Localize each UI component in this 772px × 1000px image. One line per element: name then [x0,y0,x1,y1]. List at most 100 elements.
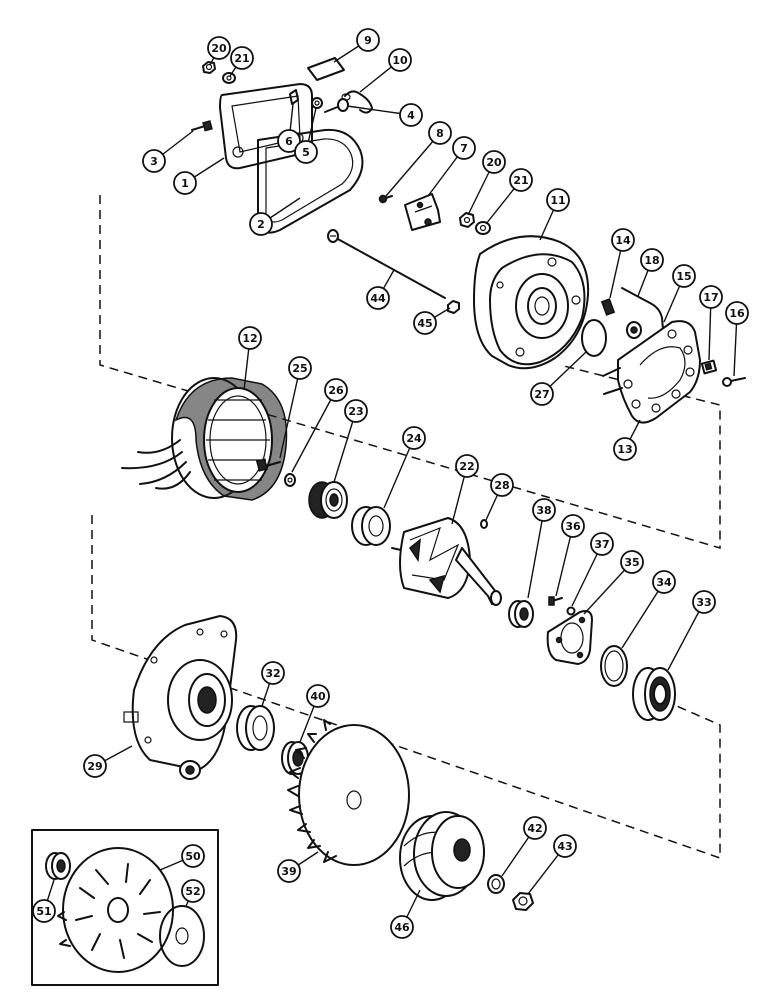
callout-bubble [306,684,330,708]
callout-leader-line [383,437,415,509]
callout-1: 1 [173,157,225,195]
callout-27: 27 [530,351,587,406]
through-bolt-44 [327,229,446,299]
callout-number: 21 [513,174,528,187]
callout-bubble [173,171,197,195]
callout-bubble [640,248,664,272]
callout-bubble [553,834,577,858]
brush-spring-6 [289,89,299,105]
callout-13: 13 [613,419,641,461]
callout-number: 2 [257,218,265,231]
callout-12: 12 [238,326,262,391]
callout-bubble [455,454,479,478]
callout-bubble [532,498,556,522]
callout-number: 32 [265,667,280,680]
callout-bubble [288,356,312,380]
callout-50: 50 [159,844,205,871]
nut-20-mid [459,212,475,228]
callout-bubble [413,311,437,335]
callout-bubble [399,103,423,127]
rear-housing-11 [473,235,590,370]
callout-bubble [277,859,301,883]
callout-38: 38 [527,498,556,599]
insulator-17 [700,359,718,375]
callout-21: 21 [485,168,533,225]
spacer-38 [508,600,534,628]
callout-number: 20 [486,156,502,169]
callout-number: 28 [494,479,509,492]
screw-16 [722,377,746,387]
callout-24: 24 [383,426,426,509]
callout-37: 37 [571,532,614,607]
callout-number: 10 [392,54,408,67]
callout-bubble [83,754,107,778]
callout-45: 45 [413,307,451,335]
callout-number: 16 [729,307,745,320]
callout-5: 5 [294,107,318,164]
callout-34: 34 [621,570,676,649]
callout-leader-line [291,389,337,473]
seal-32 [236,705,275,751]
callout-number: 18 [644,254,659,267]
washer-26 [284,473,296,487]
callout-15: 15 [663,264,696,323]
callout-bubble [523,816,547,840]
callout-bubble [613,437,637,461]
callout-20: 20 [207,36,231,66]
callout-28: 28 [485,473,514,521]
callout-bubble [452,136,476,160]
bearing-housing-15-small [626,321,642,339]
callout-10: 10 [359,48,412,93]
callout-bubble [238,326,262,350]
callout-number: 6 [285,135,293,148]
callout-number: 29 [87,760,102,773]
callout-11: 11 [539,188,570,241]
washer-52 [159,905,205,967]
callout-3: 3 [142,130,194,173]
callout-bubble [428,121,452,145]
callout-bubble [181,844,205,868]
nut-20-top [202,61,216,74]
callout-4: 4 [346,103,423,127]
callout-bubble [490,473,514,497]
callout-bubble [181,879,205,903]
callout-number: 50 [185,850,201,863]
callout-number: 5 [302,146,310,159]
callout-number: 52 [185,885,200,898]
callout-bubble [620,550,644,574]
callout-42: 42 [501,816,547,877]
o-ring-27 [581,319,607,357]
callout-number: 37 [594,538,609,551]
callout-bubble [509,168,533,192]
callout-number: 8 [436,127,444,140]
callout-number: 1 [181,177,189,190]
o-ring-28 [480,519,488,529]
callout-bubble [611,228,635,252]
callout-number: 36 [565,520,581,533]
callout-bubble [388,48,412,72]
screw-8 [378,194,393,204]
bearing-33 [632,667,676,721]
callout-bubble [230,46,254,70]
brush-14 [600,298,616,316]
callout-bubble [699,285,723,309]
callout-20: 20 [467,150,506,216]
callout-29: 29 [83,745,133,778]
callout-number: 15 [676,270,691,283]
washer-42 [487,874,505,894]
gasket-9 [307,57,345,81]
screw-4 [324,98,349,113]
callout-21: 21 [229,46,254,77]
bracket-7 [404,193,441,231]
callout-33: 33 [667,590,716,671]
callout-bubble [277,129,301,153]
retainer-plate-35 [546,610,593,665]
group-outline-stator-rotor [91,515,721,860]
rotor-22 [391,517,502,606]
callout-number: 38 [536,504,551,517]
callout-bubble [390,915,414,939]
callout-number: 45 [417,317,432,330]
callout-bubble [530,382,554,406]
bearing-23 [308,481,348,519]
